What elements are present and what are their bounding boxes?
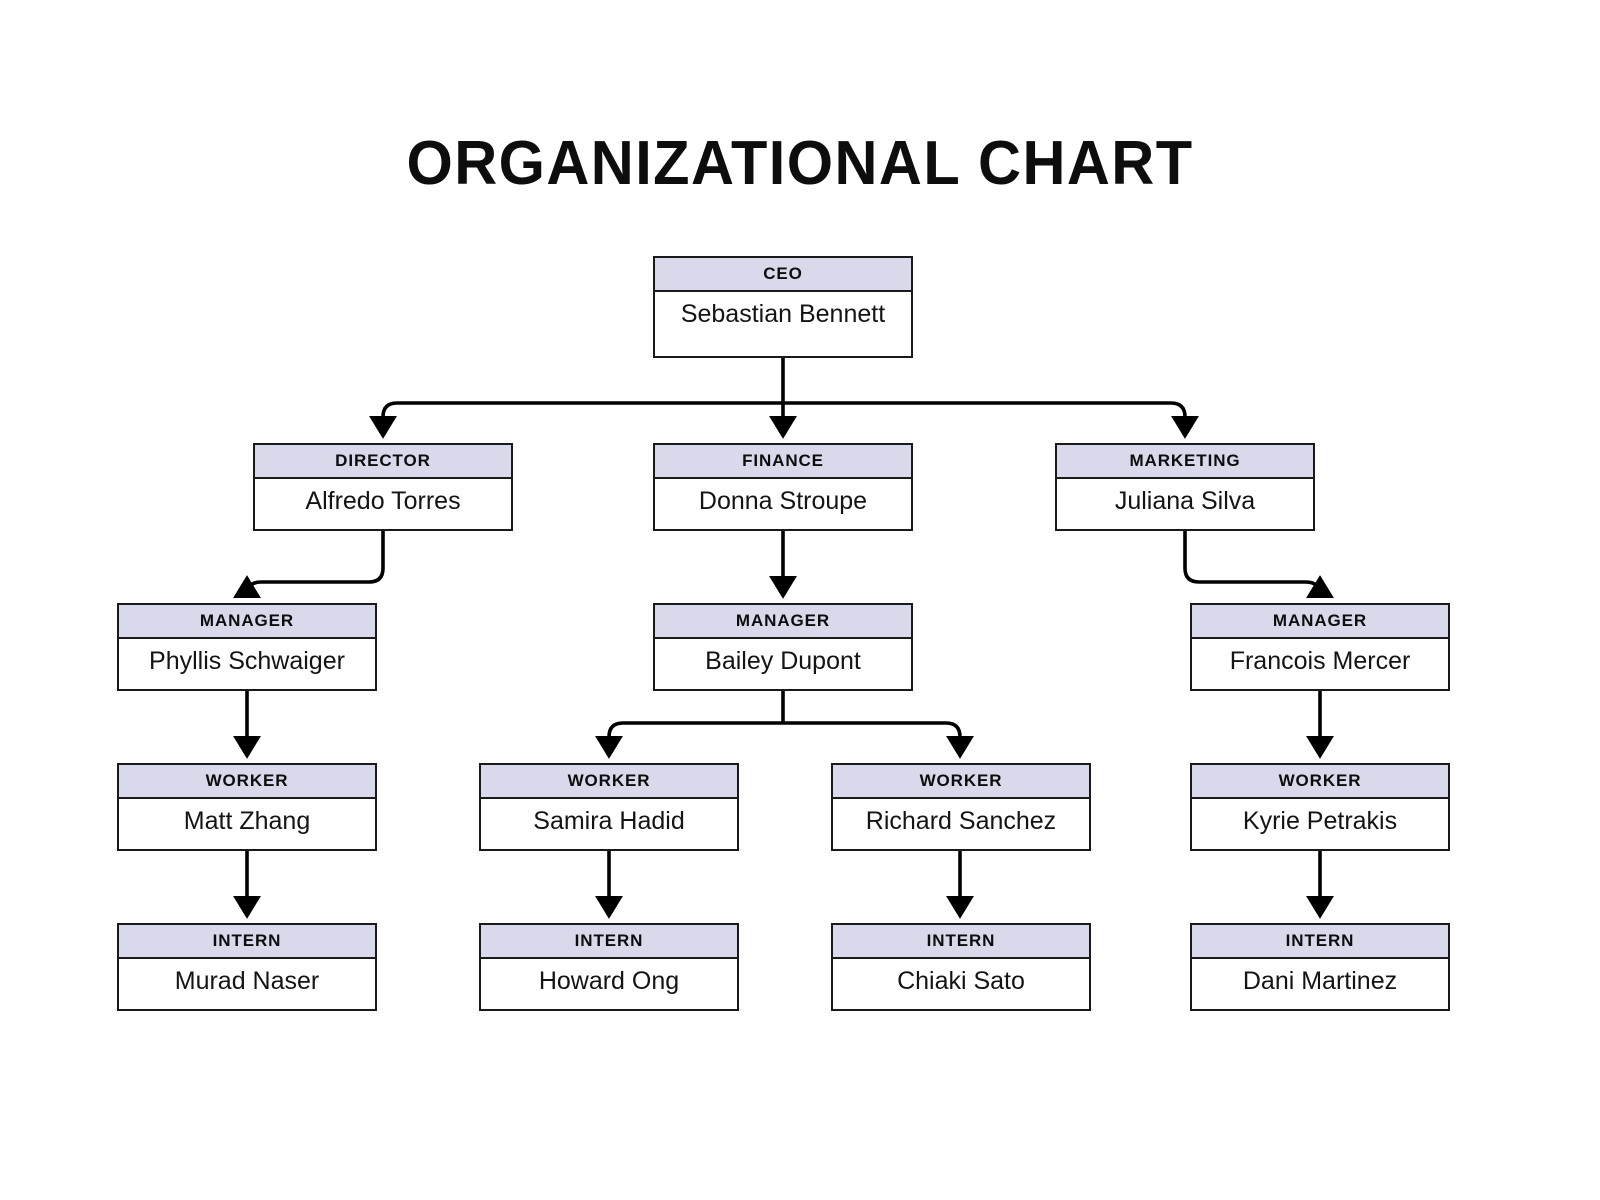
node-marketing-role: MARKETING [1057, 445, 1313, 479]
node-worker-4[interactable]: WORKER Kyrie Petrakis [1190, 763, 1450, 851]
connector-manager-2-to-worker-3 [783, 721, 975, 759]
node-manager-1[interactable]: MANAGER Phyllis Schwaiger [117, 603, 377, 691]
node-intern-1-role: INTERN [119, 925, 375, 959]
node-worker-2[interactable]: WORKER Samira Hadid [479, 763, 739, 851]
node-intern-3-name: Chiaki Sato [833, 959, 1089, 1003]
node-manager-2-role: MANAGER [655, 605, 911, 639]
node-manager-3-role: MANAGER [1192, 605, 1448, 639]
node-worker-1-role: WORKER [119, 765, 375, 799]
node-ceo-name: Sebastian Bennett [655, 292, 911, 336]
node-intern-1-name: Murad Naser [119, 959, 375, 1003]
node-manager-1-name: Phyllis Schwaiger [119, 639, 375, 683]
node-worker-4-role: WORKER [1192, 765, 1448, 799]
node-intern-4[interactable]: INTERN Dani Martinez [1190, 923, 1450, 1011]
page-title: ORGANIZATIONAL CHART [406, 129, 1194, 198]
node-worker-4-name: Kyrie Petrakis [1192, 799, 1448, 843]
node-worker-1-name: Matt Zhang [119, 799, 375, 843]
node-manager-2-name: Bailey Dupont [655, 639, 911, 683]
node-director-name: Alfredo Torres [255, 479, 511, 523]
node-worker-2-name: Samira Hadid [481, 799, 737, 843]
node-finance[interactable]: FINANCE Donna Stroupe [653, 443, 913, 531]
node-intern-4-role: INTERN [1192, 925, 1448, 959]
node-manager-3-name: Francois Mercer [1192, 639, 1448, 683]
node-intern-1[interactable]: INTERN Murad Naser [117, 923, 377, 1011]
node-intern-2[interactable]: INTERN Howard Ong [479, 923, 739, 1011]
node-intern-3-role: INTERN [833, 925, 1089, 959]
node-intern-4-name: Dani Martinez [1192, 959, 1448, 1003]
node-manager-2[interactable]: MANAGER Bailey Dupont [653, 603, 913, 691]
node-ceo-role: CEO [655, 258, 911, 292]
node-worker-3[interactable]: WORKER Richard Sanchez [831, 763, 1091, 851]
node-manager-3[interactable]: MANAGER Francois Mercer [1190, 603, 1450, 691]
node-ceo[interactable]: CEO Sebastian Bennett [653, 256, 913, 358]
connector-manager-2-to-worker-2 [594, 721, 783, 759]
node-finance-name: Donna Stroupe [655, 479, 911, 523]
connector-ceo-to-marketing [783, 401, 1200, 439]
connector-director-to-manager-1 [232, 531, 385, 599]
node-worker-3-role: WORKER [833, 765, 1089, 799]
node-intern-3[interactable]: INTERN Chiaki Sato [831, 923, 1091, 1011]
node-worker-1[interactable]: WORKER Matt Zhang [117, 763, 377, 851]
connector-ceo-to-director [368, 401, 783, 439]
node-director-role: DIRECTOR [255, 445, 511, 479]
node-intern-2-name: Howard Ong [481, 959, 737, 1003]
node-finance-role: FINANCE [655, 445, 911, 479]
node-marketing[interactable]: MARKETING Juliana Silva [1055, 443, 1315, 531]
node-worker-3-name: Richard Sanchez [833, 799, 1089, 843]
node-worker-2-role: WORKER [481, 765, 737, 799]
node-marketing-name: Juliana Silva [1057, 479, 1313, 523]
node-intern-2-role: INTERN [481, 925, 737, 959]
connector-marketing-to-manager-3 [1183, 531, 1335, 599]
node-manager-1-role: MANAGER [119, 605, 375, 639]
node-director[interactable]: DIRECTOR Alfredo Torres [253, 443, 513, 531]
